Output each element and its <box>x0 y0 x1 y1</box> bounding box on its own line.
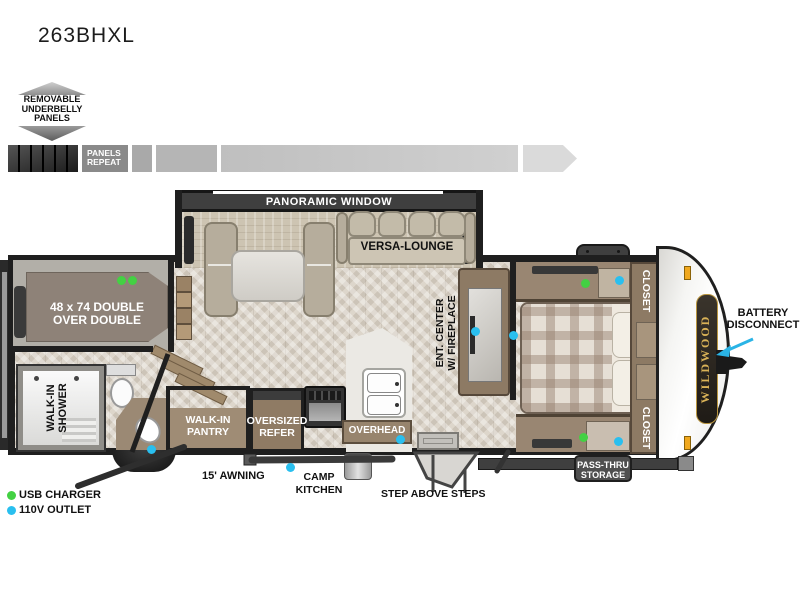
bunk-steps <box>176 276 192 348</box>
panels-repeat-box: PANELS REPEAT <box>82 145 128 172</box>
overhead-label: OVERHEAD <box>348 425 406 436</box>
panel-segment <box>221 145 518 172</box>
panel-segment <box>132 145 152 172</box>
awning-bracket <box>243 453 257 466</box>
wall-rear <box>8 255 15 455</box>
bedroom-overhead-top <box>516 262 632 302</box>
pass-thru-storage-badge: PASS-THRU STORAGE <box>574 455 632 482</box>
bunk-label: 48 x 74 DOUBLE OVER DOUBLE <box>49 300 145 327</box>
wheel <box>112 450 176 472</box>
ent-center-label: ENT. CENTER W/ FIREPLACE <box>434 295 458 371</box>
bunk-bed <box>26 272 168 342</box>
closet-top-label: CLOSET <box>640 269 652 313</box>
walk-in-pantry-label: WALK-IN PANTRY <box>185 414 231 438</box>
sofa-back-cushions <box>348 211 466 237</box>
awning-label: 15' AWNING <box>202 470 265 482</box>
ent-center <box>458 268 510 396</box>
legend-110v-dot <box>7 506 16 515</box>
rear-window <box>14 286 26 338</box>
legend-usb-label: USB CHARGER <box>19 489 101 501</box>
brand-label: WILDWOOD <box>698 314 712 404</box>
usb-charger-dot <box>581 279 590 288</box>
underbelly-line2: UNDERBELLY <box>21 103 83 114</box>
walk-in-shower <box>16 364 106 452</box>
bed <box>520 302 642 414</box>
legend-usb-dot <box>7 491 16 500</box>
battery-disconnect-label: BATTERY DISCONNECT <box>726 307 800 331</box>
pass-thru-handle <box>678 456 694 471</box>
panoramic-window-glass <box>213 191 443 194</box>
front-cap <box>656 246 730 462</box>
marker-light <box>684 266 691 280</box>
camp-kitchen-label: CAMP KITCHEN <box>295 471 343 496</box>
model-title: 263BHXL <box>38 24 135 47</box>
bedroom-overhead-bottom <box>516 414 632 452</box>
marker-light <box>684 436 691 450</box>
110v-outlet-dot <box>286 463 295 472</box>
110v-outlet-dot <box>614 437 623 446</box>
usb-charger-dot <box>128 276 137 285</box>
legend-110v-label: 110V OUTLET <box>19 504 92 516</box>
double-sink <box>362 368 406 418</box>
underbelly-line1: REMOVABLE <box>23 94 81 104</box>
wall-bath-top <box>13 346 153 352</box>
bumper-cap <box>0 260 9 272</box>
sofa-seat <box>348 237 466 265</box>
110v-outlet-dot <box>615 276 624 285</box>
closet-bottom-label: CLOSET <box>640 406 652 450</box>
stove <box>304 386 346 428</box>
underbelly-panels-dark <box>8 145 78 172</box>
wall-top-right <box>481 255 660 262</box>
slideout-right-wall <box>476 190 483 268</box>
panel-segment <box>156 145 217 172</box>
underbelly-badge: REMOVABLE UNDERBELLY PANELS <box>6 94 98 124</box>
wall-bottom <box>8 448 660 455</box>
hitch-coupler <box>728 356 747 370</box>
wall-top-left <box>8 255 177 262</box>
versa-lounge-label: VERSA-LOUNGE <box>360 241 454 253</box>
dinette-bench-right <box>303 222 335 317</box>
arrow-down-icon <box>18 126 86 141</box>
110v-outlet-dot <box>471 327 480 336</box>
slideout-window-left <box>184 216 194 264</box>
panel-segment-arrow <box>523 145 577 172</box>
step-above-steps-label: STEP ABOVE STEPS <box>381 488 486 500</box>
oversized-refer <box>250 388 304 452</box>
panels-repeat-line2: REPEAT <box>87 157 121 167</box>
battery-arrow-line <box>725 337 754 353</box>
oversized-refer-label: OVERSIZED REFER <box>246 415 308 439</box>
slideout-left-wall <box>175 190 182 268</box>
sofa-arm-left <box>336 212 348 264</box>
walk-in-shower-label: WALK-IN SHOWER <box>45 383 69 433</box>
fold-out-steps <box>412 451 480 489</box>
usb-charger-dot <box>579 433 588 442</box>
entry-step <box>417 432 459 450</box>
panels-repeat-line1: PANELS <box>87 148 121 158</box>
usb-charger-dot <box>117 276 126 285</box>
110v-outlet-dot <box>396 435 405 444</box>
bumper-cap <box>0 438 9 450</box>
dinette-table <box>231 250 305 302</box>
110v-outlet-dot <box>147 445 156 454</box>
overhead-cabinet <box>342 420 412 444</box>
wall-bunk-right <box>168 260 174 352</box>
110v-outlet-dot <box>509 331 518 340</box>
toilet-tank <box>106 364 136 376</box>
underbelly-line3: PANELS <box>34 113 70 123</box>
panoramic-window-label: PANORAMIC WINDOW <box>265 196 393 208</box>
